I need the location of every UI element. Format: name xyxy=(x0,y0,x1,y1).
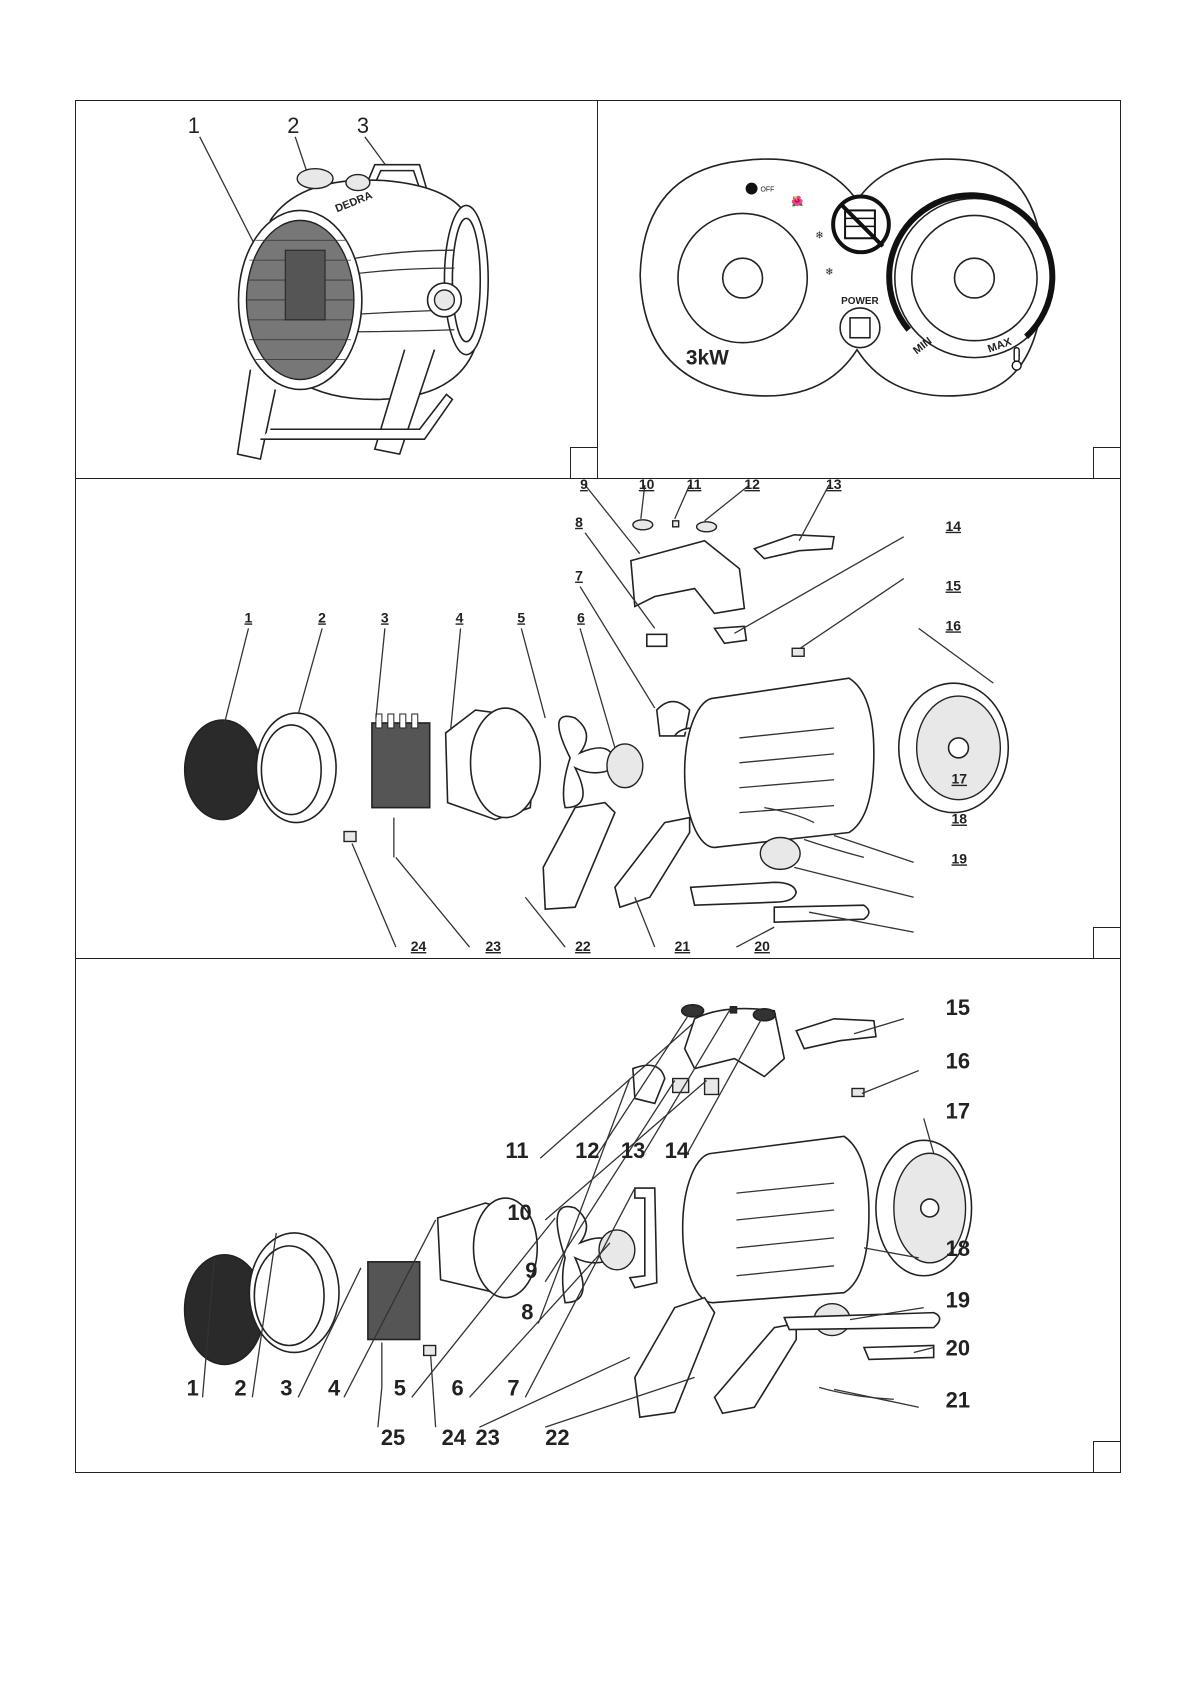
callout-label-13: 13 xyxy=(826,479,842,492)
callout-label-8: 8 xyxy=(521,1300,533,1325)
callout-label-2: 2 xyxy=(234,1375,246,1400)
wattage-label: 3kW xyxy=(686,347,729,370)
callout-label-14: 14 xyxy=(946,518,962,534)
label-1: 1 xyxy=(188,113,200,138)
callout-label-18: 18 xyxy=(946,1236,970,1261)
callout-label-15: 15 xyxy=(946,578,962,594)
callout-label-6: 6 xyxy=(452,1375,464,1400)
callout-label-14: 14 xyxy=(665,1138,690,1163)
heater-illustration: DEDRA 1 2 3 xyxy=(76,101,597,478)
callout-label-17: 17 xyxy=(952,771,968,787)
do-not-cover-icon xyxy=(833,196,889,252)
callout-label-12: 12 xyxy=(575,1138,599,1163)
panel-control-panel: OFF 🌺 ❄ ❄ POWER 3kW MIN MAX xyxy=(597,100,1121,479)
callout-label-19: 19 xyxy=(952,850,968,866)
callout-label-16: 16 xyxy=(946,617,962,633)
callout-label-22: 22 xyxy=(545,1425,569,1450)
callout-label-4: 4 xyxy=(328,1375,341,1400)
fan-mode-icon-1: 🌺 xyxy=(791,194,803,207)
figure-number-box xyxy=(570,447,598,479)
callout-label-19: 19 xyxy=(946,1288,970,1313)
callout-label-7: 7 xyxy=(575,568,583,584)
figure-number-box xyxy=(1093,1441,1121,1473)
callout-label-5: 5 xyxy=(394,1375,406,1400)
callout-label-25: 25 xyxy=(381,1425,405,1450)
callout-label-17: 17 xyxy=(946,1098,970,1123)
part-grille xyxy=(185,720,261,820)
panel-heater-view: DEDRA 1 2 3 xyxy=(75,100,598,479)
callout-label-10: 10 xyxy=(507,1200,531,1225)
callout-label-3: 3 xyxy=(381,609,389,625)
off-indicator-dot xyxy=(746,183,758,195)
figure-number-box xyxy=(1093,447,1121,479)
callout-label-23: 23 xyxy=(485,938,501,954)
fan-mode-icon-3: ❄ xyxy=(825,267,833,278)
callout-label-12: 12 xyxy=(744,479,760,492)
callout-label-18: 18 xyxy=(952,811,968,827)
callout-label-8: 8 xyxy=(575,514,583,530)
callout-label-1: 1 xyxy=(244,609,252,625)
callout-label-10: 10 xyxy=(639,479,655,492)
callout-label-24: 24 xyxy=(411,938,427,954)
label-3: 3 xyxy=(357,113,369,138)
callout-label-11: 11 xyxy=(687,479,702,492)
callout-label-22: 22 xyxy=(575,938,591,954)
callout-label-20: 20 xyxy=(754,938,770,954)
callout-label-13: 13 xyxy=(621,1138,645,1163)
callout-label-6: 6 xyxy=(577,609,585,625)
off-label: OFF xyxy=(761,187,775,194)
callout-label-5: 5 xyxy=(517,609,525,625)
callout-label-2: 2 xyxy=(318,609,326,625)
callout-label-1: 1 xyxy=(187,1375,199,1400)
thermometer-icon xyxy=(1012,348,1021,370)
control-panel-illustration: OFF 🌺 ❄ ❄ POWER 3kW MIN MAX xyxy=(598,101,1120,478)
callout-label-9: 9 xyxy=(580,479,588,492)
callout-label-20: 20 xyxy=(946,1335,970,1360)
callout-label-23: 23 xyxy=(475,1425,499,1450)
callout-label-21: 21 xyxy=(675,938,691,954)
callout-label-21: 21 xyxy=(946,1387,970,1412)
callout-label-24: 24 xyxy=(442,1425,467,1450)
label-2: 2 xyxy=(287,113,299,138)
callout-label-11: 11 xyxy=(505,1138,528,1163)
callout-label-9: 9 xyxy=(525,1258,537,1283)
callout-label-3: 3 xyxy=(280,1375,292,1400)
callout-label-7: 7 xyxy=(507,1375,519,1400)
power-label: POWER xyxy=(841,296,879,307)
figure-number-box xyxy=(1093,927,1121,959)
fan-mode-icon-2: ❄ xyxy=(815,230,823,241)
callout-label-4: 4 xyxy=(456,609,464,625)
callout-label-15: 15 xyxy=(946,995,970,1020)
callout-label-16: 16 xyxy=(946,1049,970,1074)
